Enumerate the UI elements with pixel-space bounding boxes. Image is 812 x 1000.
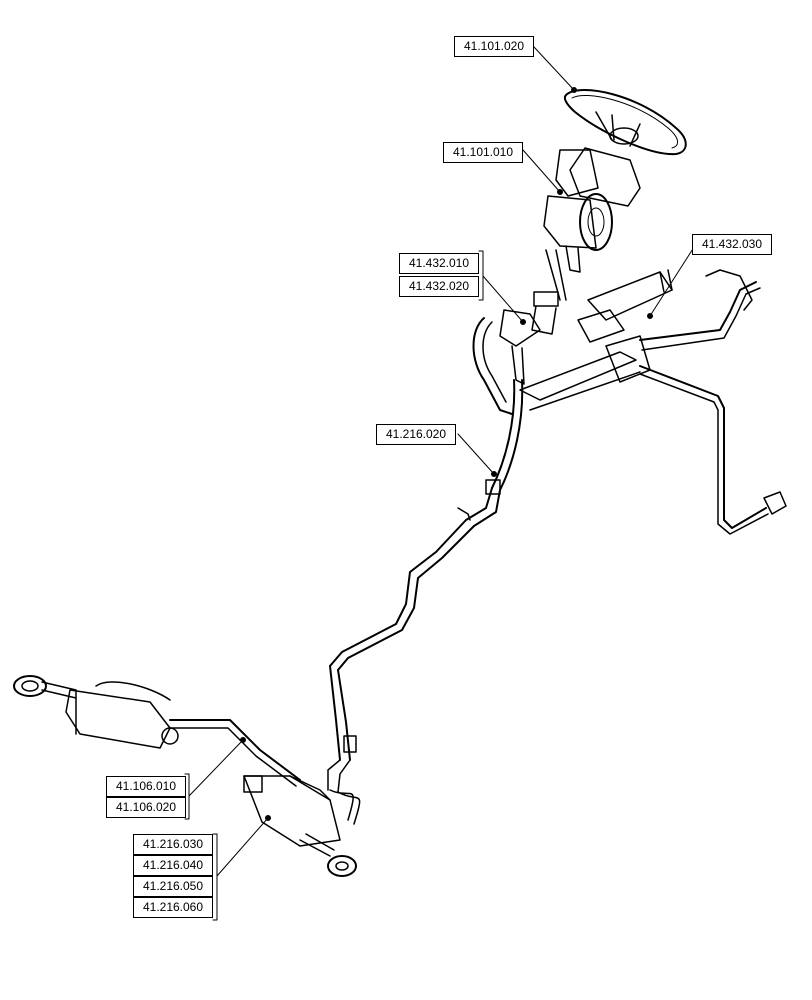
valve-bracket	[472, 309, 541, 415]
ref-label-41-432-020[interactable]: 41.432.020	[399, 276, 479, 297]
ref-label-41-216-040[interactable]: 41.216.040	[133, 855, 213, 876]
steering-cylinder-left	[13, 675, 301, 787]
ref-label-41-216-030[interactable]: 41.216.030	[133, 834, 213, 855]
ref-label-41-216-020[interactable]: 41.216.020	[376, 424, 456, 445]
ref-label-41-216-050[interactable]: 41.216.050	[133, 876, 213, 897]
ref-label-41-432-010[interactable]: 41.432.010	[399, 253, 479, 274]
steering-cylinder-right	[243, 775, 357, 877]
ref-label-41-432-030[interactable]: 41.432.030	[692, 234, 772, 255]
ref-label-41-101-020[interactable]: 41.101.020	[454, 36, 534, 57]
frame-crossmember	[519, 269, 761, 411]
ref-label-41-101-010[interactable]: 41.101.010	[443, 142, 523, 163]
steering-wheel	[563, 89, 687, 156]
hydraulic-hose-main	[327, 379, 524, 825]
ref-label-41-106-020[interactable]: 41.106.020	[106, 797, 186, 818]
brake-pipe-right	[639, 365, 787, 535]
leader-lines	[184, 46, 697, 921]
ref-label-41-216-060[interactable]: 41.216.060	[133, 897, 213, 918]
steering-column	[531, 147, 641, 335]
ref-label-41-106-010[interactable]: 41.106.010	[106, 776, 186, 797]
